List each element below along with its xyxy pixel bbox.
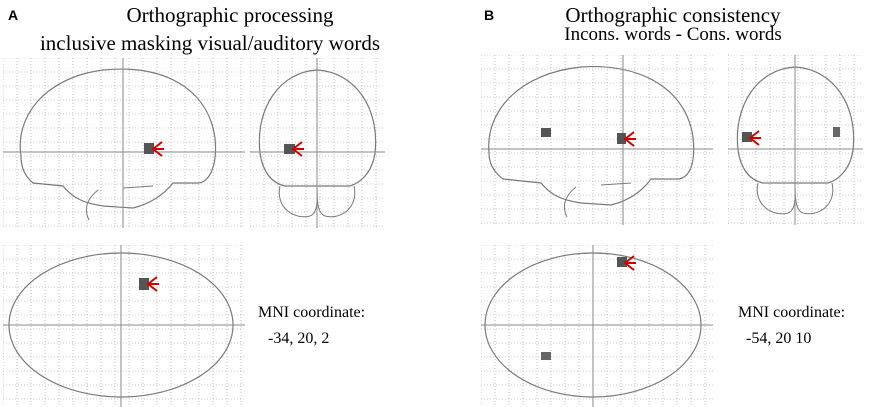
activation-blob: [144, 143, 154, 154]
coronal-glass-brain: [728, 55, 863, 225]
panel-b: B Orthographic consistency Incons. words…: [443, 0, 886, 407]
axial-glass-brain: [3, 245, 245, 407]
coordinate-label: MNI coordinate:: [258, 304, 366, 321]
coordinate-label: MNI coordinate:: [738, 304, 846, 321]
panel-subtitle: Incons. words - Cons. words: [564, 24, 782, 45]
activation-blob: [541, 128, 551, 137]
panel-title: Orthographic processing: [126, 3, 334, 27]
panel-a: A Orthographic processing inclusive mask…: [3, 3, 385, 407]
activation-blob: [742, 132, 752, 142]
activation-blob: [833, 127, 840, 137]
panel-subtitle: inclusive masking visual/auditory words: [39, 31, 381, 55]
pointer-arrow-icon: [291, 141, 304, 157]
grid: [3, 245, 245, 407]
sagittal-glass-brain: [3, 58, 245, 228]
grid: [3, 58, 245, 228]
pointer-arrow-icon: [151, 141, 164, 157]
axial-glass-brain: [481, 245, 713, 407]
activation-blob: [139, 278, 149, 290]
activation-blob: [284, 144, 295, 154]
grid: [481, 245, 713, 407]
coronal-glass-brain: [250, 58, 385, 228]
panel-letter: B: [484, 7, 495, 23]
activation-blob: [617, 133, 626, 144]
pointer-arrow-icon: [623, 255, 636, 271]
panel-letter: A: [8, 7, 19, 23]
pointer-arrow-icon: [623, 131, 636, 147]
pointer-arrow-icon: [146, 276, 159, 292]
coordinate-value: -34, 20, 2: [268, 330, 330, 347]
activation-blob: [617, 257, 627, 267]
activation-blob: [541, 352, 551, 360]
grid: [481, 55, 713, 225]
sagittal-glass-brain: [481, 55, 713, 225]
panel-title: Orthographic consistency: [565, 3, 781, 27]
pointer-arrow-icon: [748, 130, 761, 146]
coordinate-value: -54, 20 10: [746, 330, 812, 347]
